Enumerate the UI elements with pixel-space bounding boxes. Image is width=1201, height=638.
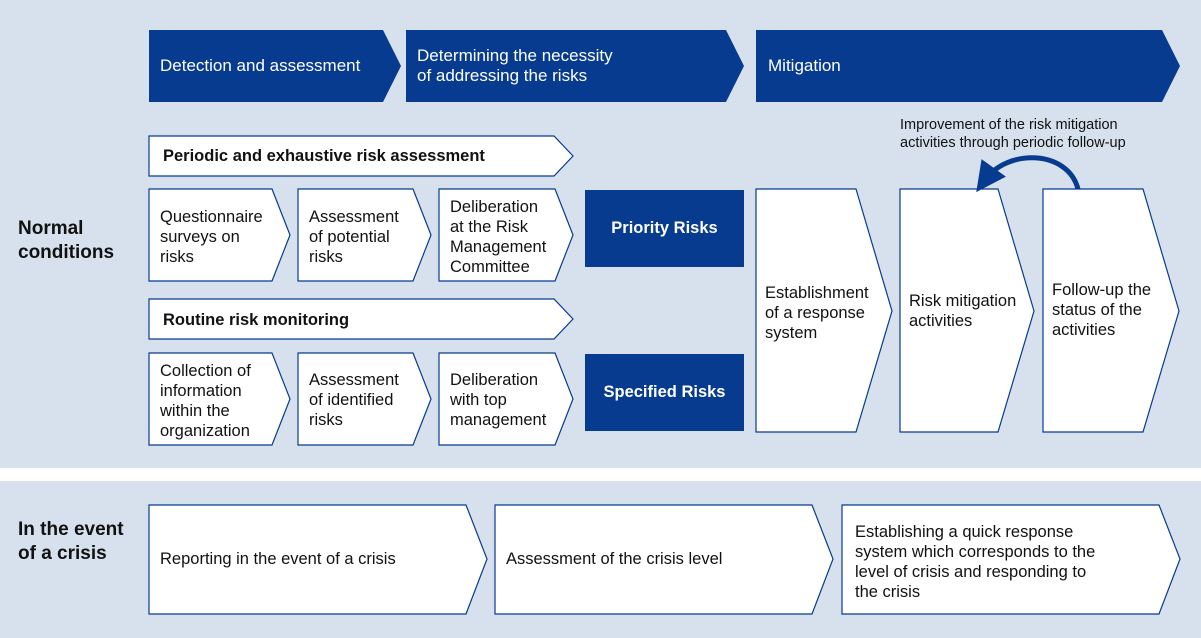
periodic-step-1-box: [148, 188, 291, 282]
step-line: activities: [909, 312, 973, 330]
crisis-step-1-box: [148, 504, 488, 615]
step-line: management: [450, 411, 547, 429]
crisis-step-3-box: [841, 504, 1181, 615]
crisis-label: In the event of a crisis: [18, 518, 124, 566]
step-line: Committee: [450, 258, 530, 276]
improvement-note: Improvement of the risk mitigation activ…: [900, 116, 1126, 152]
step-line: risks: [309, 248, 343, 266]
step-line: Follow-up the: [1052, 281, 1152, 299]
periodic-step-1-label: Questionnaire surveys on risks: [160, 207, 263, 267]
step-line: risks: [309, 411, 343, 429]
feedback-loop-arrow: [976, 155, 1081, 193]
periodic-title-arrow: [148, 135, 574, 177]
step-line: Management: [450, 238, 547, 256]
step-line: system: [765, 324, 818, 342]
step-line: within the: [160, 402, 230, 420]
step-line: Deliberation: [450, 198, 539, 216]
step-line: Deliberation: [450, 371, 539, 389]
step-line: of potential: [309, 228, 390, 246]
priority-risks-label: Priority Risks: [611, 219, 718, 237]
routine-step-2-label: Assessment of identified risks: [309, 370, 399, 430]
step-line: with top: [450, 391, 507, 409]
step-line: activities: [1052, 321, 1116, 339]
improvement-line-2: activities through periodic follow-up: [900, 135, 1126, 151]
stage-mitigation-arrow: [756, 30, 1180, 102]
step-line: at the Risk: [450, 218, 528, 236]
step-line: Establishment: [765, 284, 869, 302]
routine-title-label: Routine risk monitoring: [163, 311, 350, 329]
mitigation-step-3-label: Follow-up the status of the activities: [1052, 280, 1151, 340]
routine-title-arrow: [148, 298, 574, 340]
step-line: Questionnaire: [160, 208, 263, 226]
periodic-title-label: Periodic and exhaustive risk assessment: [163, 147, 485, 165]
routine-step-3-box: [438, 352, 574, 446]
periodic-step-2-box: [297, 188, 432, 282]
normal-label-line-2: conditions: [18, 242, 115, 263]
step-line: Assessment: [309, 208, 399, 226]
crisis-step-3-label: Establishing a quick response system whi…: [855, 522, 1095, 602]
stage-determining-line-1: Determining the necessity: [417, 46, 613, 65]
step-line: system which corresponds to the: [855, 543, 1096, 561]
crisis-step-2-label: Assessment of the crisis level: [506, 550, 723, 568]
crisis-label-line-2: of a crisis: [18, 543, 107, 564]
step-line: of identified: [309, 391, 394, 409]
crisis-step-2-box: [494, 504, 834, 615]
periodic-step-3-label: Deliberation at the Risk Management Comm…: [450, 197, 546, 277]
routine-step-3-label: Deliberation with top management: [450, 370, 546, 430]
step-line: information: [160, 382, 242, 400]
priority-risks-box: [585, 190, 744, 267]
specified-risks-label: Specified Risks: [603, 383, 726, 401]
crisis-label-line-1: In the event: [18, 519, 124, 540]
periodic-step-3-box: [438, 188, 574, 282]
stage-determining-line-2: of addressing the risks: [417, 66, 588, 85]
normal-label-line-1: Normal: [18, 218, 84, 239]
step-line: Establishing a quick response: [855, 523, 1074, 541]
step-line: risks: [160, 248, 194, 266]
step-line: Assessment: [309, 371, 399, 389]
stage-mitigation-label: Mitigation: [768, 56, 841, 75]
step-line: status of the: [1052, 301, 1142, 319]
mitigation-step-1-box: [755, 188, 893, 433]
mitigation-step-2-label: Risk mitigation activities: [909, 291, 1016, 331]
improvement-line-1: Improvement of the risk mitigation: [900, 117, 1118, 133]
stage-detection-arrow: [149, 30, 401, 102]
step-line: Collection of: [160, 362, 251, 380]
periodic-step-2-label: Assessment of potential risks: [309, 207, 399, 267]
routine-step-2-box: [297, 352, 432, 446]
normal-conditions-label: Normal conditions: [18, 217, 114, 265]
step-line: of a response: [765, 304, 865, 322]
stage-determining-arrow: [406, 30, 744, 102]
step-line: surveys on: [160, 228, 240, 246]
step-line: Risk mitigation: [909, 292, 1017, 310]
step-line: organization: [160, 422, 250, 440]
stage-determining-label: Determining the necessity of addressing …: [417, 46, 613, 86]
stage-detection-label: Detection and assessment: [160, 56, 361, 75]
step-line: the crisis: [855, 583, 921, 601]
step-line: level of crisis and responding to: [855, 563, 1087, 581]
specified-risks-box: [585, 354, 744, 431]
crisis-step-1-label: Reporting in the event of a crisis: [160, 550, 396, 568]
mitigation-step-3-box: [1042, 188, 1180, 433]
routine-step-1-label: Collection of information within the org…: [160, 361, 251, 441]
routine-step-1-box: [148, 352, 291, 446]
mitigation-step-1-label: Establishment of a response system: [765, 283, 869, 343]
